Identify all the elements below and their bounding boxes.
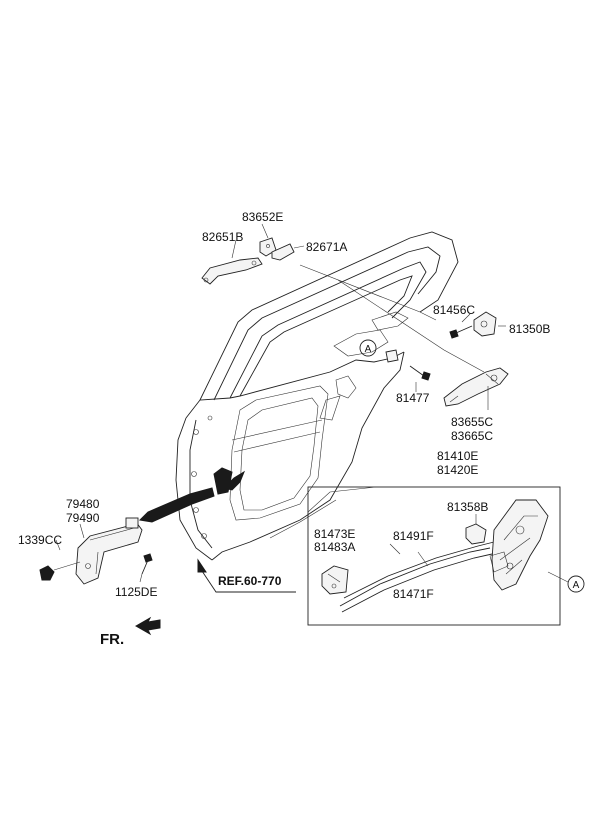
label-83655C: 83655C <box>451 415 493 429</box>
inside-handle-rod-81473E <box>321 565 349 595</box>
nut-1339CC <box>39 561 81 581</box>
outside-handle-82651B <box>201 257 263 285</box>
front-indicator: FR. <box>100 631 124 648</box>
striker-81350B <box>473 311 497 337</box>
handle-cover-83652E <box>259 237 277 257</box>
label-82651B: 82651B <box>202 230 243 244</box>
inside-handle-83655C <box>443 367 509 407</box>
label-81350B: 81350B <box>509 322 550 336</box>
label-81420E: 81420E <box>437 463 478 477</box>
clip-81358B <box>465 523 487 545</box>
label-81456C: 81456C <box>433 303 475 317</box>
label-81491F: 81491F <box>393 529 434 543</box>
label-81471F: 81471F <box>393 587 434 601</box>
cable-81491F <box>339 541 495 613</box>
label-79490: 79490 <box>66 511 100 525</box>
label-81483A: 81483A <box>314 540 355 554</box>
door-frame <box>175 231 459 561</box>
label-81477: 81477 <box>396 391 430 405</box>
ref-leader <box>199 567 296 593</box>
callout-a-marker <box>359 339 377 357</box>
label-83652E: 83652E <box>242 210 283 224</box>
door-checker-79480 <box>75 517 143 585</box>
label-82671A: 82671A <box>306 240 347 254</box>
callout-a-letter-inset: A <box>573 580 580 591</box>
front-arrow <box>134 616 161 636</box>
callout-a-letter: A <box>365 344 372 355</box>
door-latch-actuator <box>489 499 549 591</box>
label-81410E: 81410E <box>437 449 478 463</box>
reference-label: REF.60-770 <box>218 574 282 588</box>
label-1125DE: 1125DE <box>115 585 157 599</box>
label-79480: 79480 <box>66 497 100 511</box>
screw-81456C <box>449 325 473 339</box>
label-83665C: 83665C <box>451 429 493 443</box>
door-latch-in-door <box>213 467 246 495</box>
label-81473E: 81473E <box>314 527 355 541</box>
screw-81477 <box>409 365 431 381</box>
callout-a-marker-inset <box>567 575 585 593</box>
latch-detail-box <box>307 486 561 626</box>
bolt-1125DE <box>141 553 153 575</box>
clip-part <box>385 349 399 363</box>
checker-arrow <box>138 487 215 523</box>
label-1339CC: 1339CC <box>18 533 62 547</box>
label-81358B: 81358B <box>447 500 488 514</box>
handle-base-82671A <box>271 243 295 261</box>
